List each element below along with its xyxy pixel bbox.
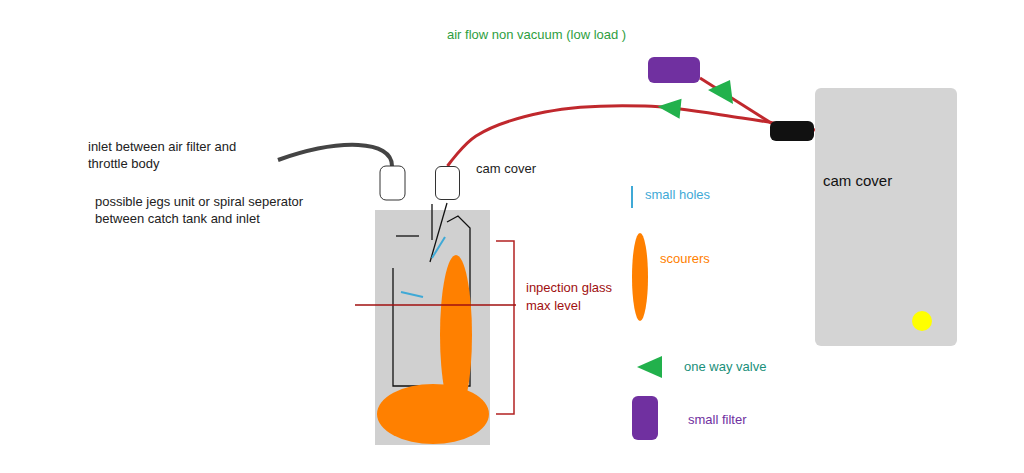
note-label: inlet between air filter and throttle bo… — [88, 139, 278, 173]
inlet-fitting — [380, 166, 405, 200]
catch-tank — [375, 210, 490, 445]
note-label: air flow non vacuum (low load ) — [447, 27, 626, 44]
legend-swatch — [632, 233, 648, 321]
bracket — [496, 241, 514, 414]
legend-valve-sample — [637, 356, 662, 378]
max-level-line — [355, 304, 516, 306]
scourer — [377, 384, 489, 444]
note-label: inpection glass — [526, 280, 612, 297]
legend-label: scourers — [660, 251, 710, 266]
small-filter — [648, 57, 700, 83]
small-holes — [401, 292, 423, 297]
node-label: cam cover — [823, 172, 892, 191]
small-holes — [432, 237, 445, 258]
cam-cover-box: cam cover — [815, 88, 957, 346]
yellow-dot — [912, 311, 932, 331]
inlet-hose — [278, 145, 392, 166]
connector-group — [448, 97, 816, 166]
note-label: possible jegs unit or spiral seperator b… — [95, 194, 345, 228]
legend-swatch — [632, 396, 658, 440]
one-way-valve — [708, 80, 733, 104]
breather-hose — [700, 78, 776, 126]
tank-fitting: cam cover — [435, 166, 460, 200]
legend-label: one way valve — [684, 359, 766, 374]
legend-label: small holes — [645, 187, 710, 202]
hose-connector — [770, 121, 814, 141]
node-label: cam cover — [476, 161, 536, 177]
note-label: max level — [526, 298, 581, 315]
legend-line-sample — [631, 186, 633, 208]
arrowhead — [657, 97, 682, 119]
legend-label: small filter — [688, 412, 747, 427]
